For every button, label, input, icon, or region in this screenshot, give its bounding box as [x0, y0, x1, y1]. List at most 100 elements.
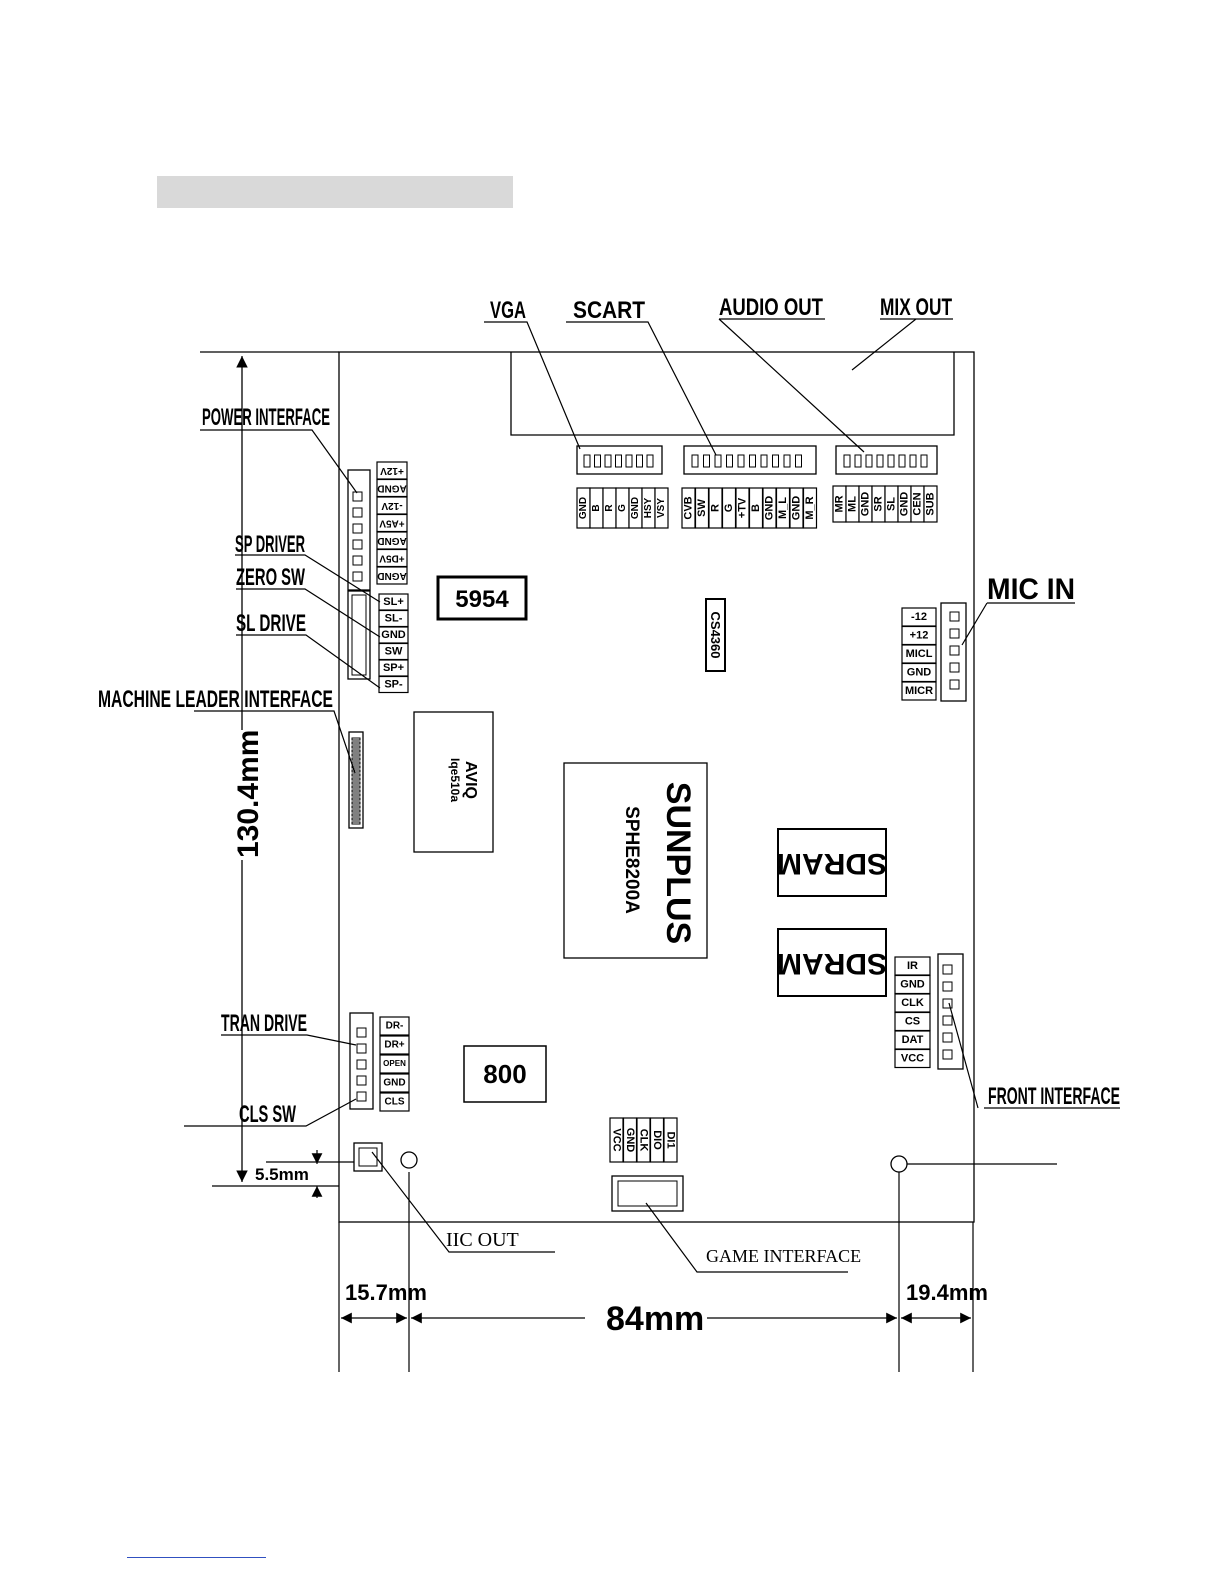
scart-pin-label: M_R [804, 496, 816, 519]
connector-pin [351, 801, 361, 805]
chip-sunplus [563, 762, 708, 959]
vga-pin-label: R [604, 504, 615, 512]
connector-pin [351, 785, 361, 789]
sled-connector-inner [351, 594, 367, 676]
connector-pin [737, 454, 745, 468]
audio-pin-label: SR [872, 496, 884, 511]
connector-pin [351, 793, 361, 797]
sled-connector [347, 590, 371, 680]
connector-pin [625, 454, 633, 468]
connector-pin [594, 454, 601, 468]
power-pin-label: AGND [377, 482, 406, 493]
height-label: 130.4mm [232, 730, 265, 858]
connector-pin [351, 741, 361, 745]
connector-pin [351, 805, 361, 809]
sled-pin-label: SP+ [383, 662, 404, 674]
connector-pin [351, 821, 361, 825]
connector-pin [351, 769, 361, 773]
scart-pin-label: G [723, 504, 735, 513]
game-pin-label-box [663, 1117, 678, 1163]
leader-lines [184, 318, 1120, 1273]
scart-pin-label: CVB [682, 496, 694, 519]
callout-scart: SCART [573, 297, 645, 324]
connector-pin [749, 454, 756, 468]
front-pin-label: CLK [901, 997, 924, 1009]
vga-pin-label: HSY [643, 497, 654, 518]
callout-game-interface: GAME INTERFACE [706, 1246, 861, 1266]
callout-power-interface: POWER INTERFACE [202, 404, 330, 431]
game-pin-label: DI1 [665, 1131, 677, 1148]
connector-pin [691, 454, 699, 468]
power-pin-label-box [376, 566, 408, 585]
chip-5954 [436, 575, 528, 621]
connector-pin [351, 809, 361, 813]
audio-pin-label: SL [885, 497, 897, 511]
connector-pin [920, 454, 928, 468]
audio-pin-label: MR [833, 495, 845, 512]
vga-connector [576, 445, 663, 475]
connector-pin [726, 454, 733, 468]
connector-pin [583, 454, 591, 468]
connector-pin [604, 454, 612, 468]
right-offset-label: 19.4mm [906, 1280, 988, 1305]
connector-pin [351, 773, 361, 777]
mic-pin-label: +12 [910, 629, 929, 641]
audio-pin-label: CEN [911, 492, 923, 515]
connector-pin [949, 645, 960, 656]
sled-pin-label: SW [385, 645, 403, 657]
connector-pin [615, 454, 622, 468]
callout-front-interface: FRONT INTERFACE [988, 1083, 1120, 1110]
connector-pin [949, 679, 960, 690]
tray-pin-label: OPEN [383, 1059, 406, 1068]
vga-pin-label-box [654, 487, 669, 529]
sled-pin-label-box [378, 675, 409, 694]
scart-pin-label: M_L [777, 497, 789, 519]
sled-pin-label: SL- [385, 612, 403, 624]
height-label-bg [222, 730, 262, 860]
chip-aviq [413, 711, 494, 853]
connector-pin [898, 454, 906, 468]
tray-pin-label-box [379, 1092, 410, 1112]
connector-pin [876, 454, 884, 468]
front-pin-label: GND [900, 978, 925, 990]
connector-pin [351, 765, 361, 769]
power-pin-label: AGND [377, 570, 406, 581]
connector-pin [352, 571, 363, 582]
audio-pin-label: ML [846, 496, 858, 512]
chip-cs4360-label: CS4360 [708, 612, 723, 659]
connector-pin [356, 1075, 367, 1086]
connector-pin [783, 454, 791, 468]
audio-pin-label-box [923, 485, 938, 523]
audio-pin-label: GND [859, 492, 871, 517]
connector-pin [942, 981, 953, 992]
sled-pin-label: SL+ [383, 596, 403, 608]
bottom-offset-label: 5.5mm [255, 1165, 309, 1184]
tray-pin-label: DR+ [384, 1040, 404, 1051]
mount-hole-right [890, 1155, 908, 1173]
connector-pin [949, 662, 960, 673]
connector-pin [909, 454, 917, 468]
chip-cs4360 [705, 598, 726, 672]
mount-hole-left [400, 1151, 418, 1169]
tray-pin-label: CLS [385, 1097, 405, 1108]
connector-pin [949, 611, 960, 622]
game-pin-label: DIO [651, 1130, 663, 1150]
iic-out-connector-inner [358, 1147, 378, 1167]
board-outline [338, 351, 975, 1223]
scart-pin-label: R [709, 504, 721, 512]
callout-cls-sw: CLS SW [239, 1101, 296, 1128]
connector-pin [887, 454, 895, 468]
audio-out-connector [835, 445, 938, 475]
chip-800 [463, 1045, 547, 1103]
connector-pin [843, 454, 851, 468]
power-pin-label: AGND [377, 535, 406, 546]
chip-aviq-part: Iqe510a [448, 758, 462, 802]
power-pin-label: -12V [381, 500, 402, 511]
